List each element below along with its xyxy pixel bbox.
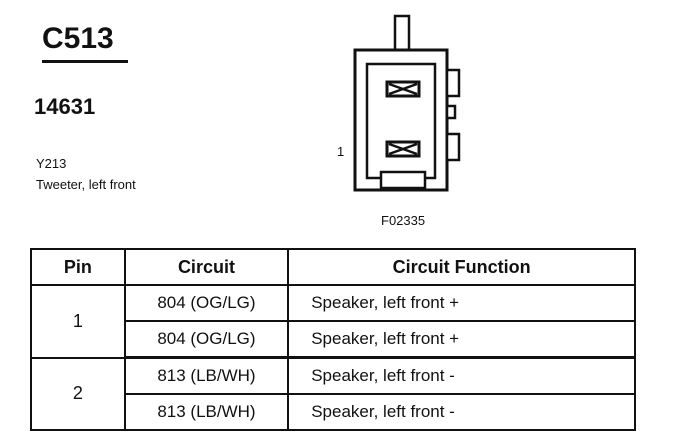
function-cell: Speaker, left front + <box>287 284 636 322</box>
part-number: 14631 <box>34 94 96 119</box>
connector-bottom-tab <box>379 170 427 190</box>
function-cell: Speaker, left front - <box>287 356 636 395</box>
circuit-cell: 813 (LB/WH) <box>123 393 290 431</box>
connector-id-underline <box>42 60 128 63</box>
figure-id: F02335 <box>381 213 426 228</box>
description-text: Tweeter, left front <box>36 177 136 192</box>
header-circuit: Circuit <box>123 248 290 286</box>
description-code: Y213 <box>36 156 67 171</box>
connector-side-tab-top <box>445 68 461 98</box>
connector-face-diagram <box>353 14 461 192</box>
table-row: 2 813 (LB/WH) Speaker, left front - <box>30 356 636 431</box>
circuit-cell: 804 (OG/LG) <box>123 320 290 359</box>
table-row: 804 (OG/LG) Speaker, left front + <box>31 320 636 359</box>
table-row: 813 (LB/WH) Speaker, left front - <box>31 393 636 431</box>
pin-callout-label: 1 <box>337 144 345 159</box>
pin-cell: 2 <box>30 356 126 431</box>
table-row: 1 804 (OG/LG) Speaker, left front + <box>30 284 636 359</box>
function-cell: Speaker, left front + <box>287 320 636 359</box>
connector-side-tab-bottom <box>445 132 461 162</box>
header-pin: Pin <box>30 248 126 286</box>
connector-id: C513 <box>42 22 114 55</box>
terminal-pin-2 <box>385 80 421 98</box>
function-cell: Speaker, left front - <box>287 393 636 431</box>
connector-side-tab-middle <box>445 104 457 120</box>
circuit-cell: 804 (OG/LG) <box>123 284 290 322</box>
pinout-table: Pin Circuit Circuit Function 1 804 (OG/L… <box>30 248 636 431</box>
table-header-row: Pin Circuit Circuit Function <box>30 248 636 286</box>
header-circuit-function: Circuit Function <box>287 248 636 286</box>
connector-latch <box>393 14 411 52</box>
terminal-pin-1 <box>385 140 421 158</box>
pin-cell: 1 <box>30 284 126 359</box>
circuit-cell: 813 (LB/WH) <box>123 356 290 395</box>
